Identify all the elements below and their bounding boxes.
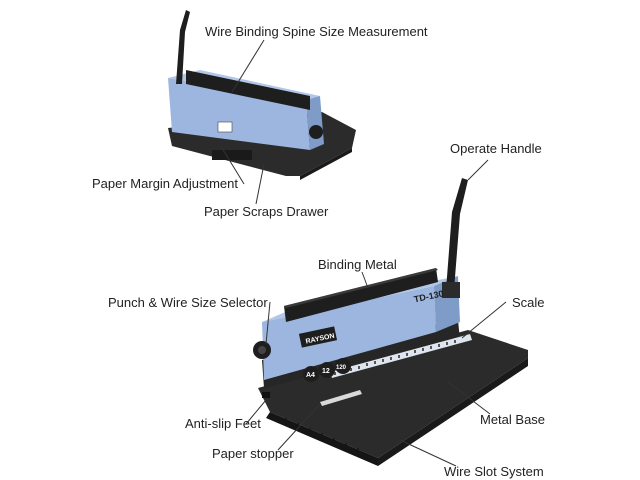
leader-paper-scraps: [255, 163, 265, 205]
bottom-machine: RAYSON TD-130 A4 12 120: [253, 178, 528, 466]
paper-scraps-drawer: [212, 150, 252, 160]
top-handle: [176, 10, 190, 84]
label-binding-metal: Binding Metal: [318, 257, 397, 272]
anti-slip-foot: [262, 392, 270, 398]
label-scale: Scale: [512, 295, 545, 310]
badge-sheets: 120: [336, 365, 347, 371]
label-wire-slot: Wire Slot System: [444, 464, 544, 479]
leader-operate-handle: [467, 159, 489, 181]
punch-wire-selector-knob: [253, 341, 271, 359]
leader-wire-spine: [231, 39, 265, 93]
top-binding-plate: [186, 70, 310, 110]
label-paper-margin: Paper Margin Adjustment: [92, 176, 238, 191]
label-metal-base: Metal Base: [480, 412, 546, 427]
paper-stopper: [320, 390, 362, 406]
bottom-machine-body: [262, 286, 436, 380]
leader-scale: [461, 301, 507, 339]
leader-paper-margin: [221, 147, 245, 185]
label-anti-slip: Anti-slip Feet: [185, 416, 261, 431]
top-machine: [168, 10, 356, 180]
leader-punch-selector: [265, 301, 271, 345]
label-paper-stopper: Paper stopper: [212, 446, 294, 461]
leader-binding-metal: [361, 271, 369, 289]
label-wire-spine: Wire Binding Spine Size Measurement: [205, 24, 428, 39]
top-knob: [309, 125, 323, 139]
leader-paper-stopper: [277, 403, 321, 451]
badge-size: A4: [306, 372, 315, 379]
leader-lines: [221, 39, 507, 467]
leader-wire-slot: [399, 439, 457, 467]
metal-base-plate: [258, 330, 528, 458]
label-punch-selector: Punch & Wire Size Selector: [108, 295, 268, 310]
operate-handle: [446, 178, 468, 290]
leader-metal-base: [447, 381, 491, 415]
brand-block: [298, 326, 338, 348]
wire-slot-teeth: [285, 418, 359, 456]
label-paper-scraps: Paper Scraps Drawer: [204, 204, 329, 219]
badge-holes: 12: [322, 368, 330, 375]
binding-metal-plate: [284, 268, 438, 322]
label-operate-handle: Operate Handle: [450, 141, 542, 156]
spec-badges: A4 12 120: [303, 358, 351, 382]
leader-anti-slip: [245, 399, 267, 425]
